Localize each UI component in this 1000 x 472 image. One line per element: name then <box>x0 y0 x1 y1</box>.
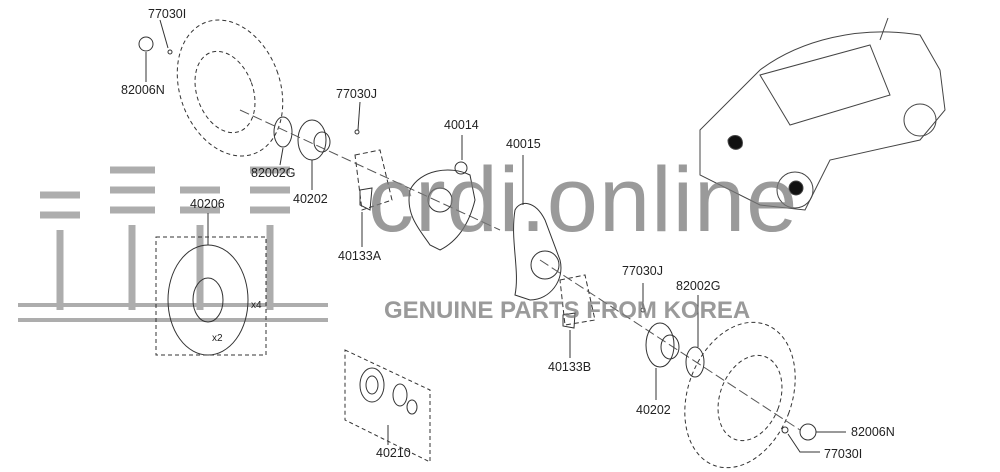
steering-knuckle-40015 <box>513 202 562 301</box>
screw-top <box>167 49 173 55</box>
brake-disc-bottom <box>684 321 796 469</box>
dust-shield-a <box>359 187 373 211</box>
part-label-77030J[interactable]: 77030J <box>336 87 378 101</box>
dust-shield-b <box>562 312 576 329</box>
screw-bottom <box>781 426 789 434</box>
disc-kit-box <box>155 236 267 356</box>
part-label-40133B[interactable]: 40133B <box>548 360 592 374</box>
hub-nut-top <box>138 36 154 52</box>
watermark-brand: crdi.online <box>368 149 799 251</box>
part-label-40133A[interactable]: 40133A <box>338 249 382 263</box>
part-label-40206[interactable]: 40206 <box>190 197 225 211</box>
part-label-77030I[interactable]: 77030I <box>824 447 863 461</box>
part-label-82002G[interactable]: 82002G <box>251 166 296 180</box>
hub-nut-bottom <box>799 423 817 441</box>
vehicle-illustration <box>699 17 946 211</box>
watermark-tagline: GENUINE PARTS FROM KOREA <box>384 297 751 324</box>
part-label-40202[interactable]: 40202 <box>293 192 328 206</box>
part-label-82006N[interactable]: 82006N <box>851 425 895 439</box>
part-label-82006N[interactable]: 82006N <box>121 83 165 97</box>
wheel-hub-bottom <box>645 322 680 368</box>
wheel-hub-top <box>297 119 331 161</box>
snap-ring-top <box>273 116 293 148</box>
watermark-logo <box>18 166 328 322</box>
part-label-40210[interactable]: 40210 <box>376 446 411 460</box>
part-label-77030J[interactable]: 77030J <box>622 264 664 278</box>
steering-knuckle-40014 <box>408 161 476 251</box>
wheel-bearing-40210 <box>359 367 385 403</box>
quantity-x4: x4 <box>251 300 262 311</box>
part-label-40014[interactable]: 40014 <box>444 118 479 132</box>
snap-ring-bottom <box>685 346 705 378</box>
quantity-x2: x2 <box>212 333 223 344</box>
part-label-82002G[interactable]: 82002G <box>676 279 721 293</box>
brake-disc-40206 <box>167 244 249 356</box>
part-label-77030I[interactable]: 77030I <box>148 7 187 21</box>
part-label-40015[interactable]: 40015 <box>506 137 541 151</box>
part-label-40202[interactable]: 40202 <box>636 403 671 417</box>
